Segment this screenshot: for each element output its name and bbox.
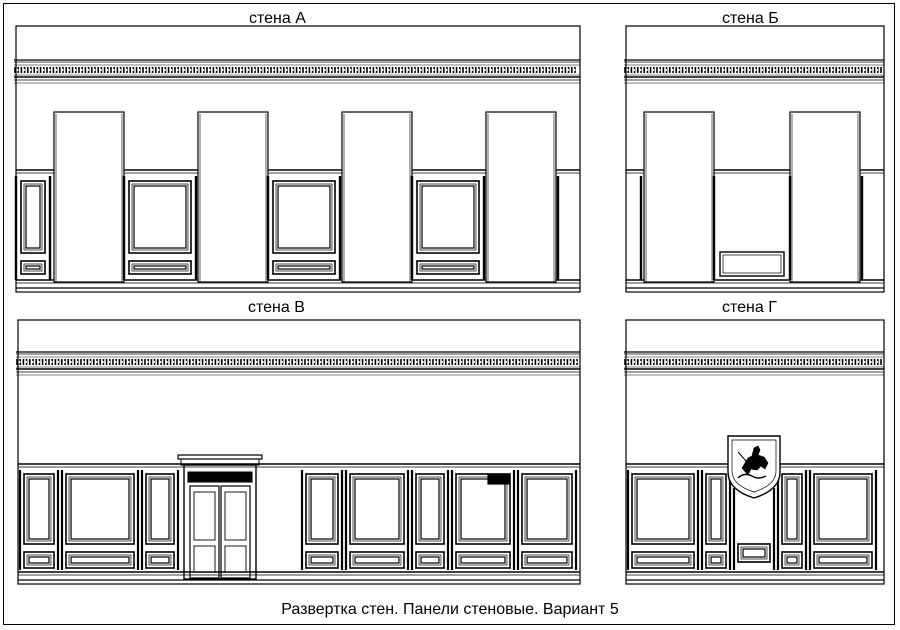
- bay-3: [140, 470, 180, 570]
- pilaster-1: [53, 111, 125, 283]
- cornice-ornament: [624, 67, 882, 73]
- upper-panel: [20, 180, 46, 254]
- wall-g-label: стена Г: [722, 299, 777, 316]
- lower-panel: [305, 551, 339, 569]
- drawing-caption: Развертка стен. Панели стеновые. Вариант…: [281, 601, 619, 618]
- center-niche: [712, 176, 792, 280]
- lower-panel: [349, 551, 405, 569]
- upper-panel: [705, 473, 727, 545]
- wall-v-label: стена В: [248, 299, 305, 316]
- cornice: [624, 59, 884, 84]
- lower-panel: [813, 551, 873, 569]
- door-pediment: [177, 454, 263, 460]
- bay-1: [18, 470, 60, 570]
- upper-panel: [416, 180, 480, 254]
- bay-2: [60, 470, 140, 570]
- lower-panel: [65, 551, 135, 569]
- wall-b-elevation: [624, 25, 885, 293]
- bay-left-edge: [14, 176, 52, 280]
- entry-door: [177, 454, 263, 580]
- upper-panel: [128, 180, 192, 254]
- bay-3: [776, 470, 808, 570]
- bay-3: [410, 176, 486, 280]
- bay-1: [122, 176, 198, 280]
- lower-panel: [705, 551, 727, 569]
- cornice-ornament: [624, 359, 882, 365]
- pilaster-3: [341, 111, 413, 283]
- pilaster-1: [643, 111, 715, 283]
- lower-panel: [521, 551, 573, 569]
- pilaster-2: [197, 111, 269, 283]
- upper-panel: [521, 473, 573, 545]
- wall-a-elevation: [14, 25, 581, 293]
- moscow-coat-of-arms-icon: [727, 435, 781, 499]
- bay-6: [410, 470, 450, 570]
- lower-panel: [23, 551, 55, 569]
- cornice: [14, 59, 580, 84]
- lower-panel: [128, 260, 192, 275]
- upper-panel: [349, 473, 405, 545]
- bay-8: [516, 470, 578, 570]
- bay-2: [266, 176, 342, 280]
- wall-outline: [15, 25, 581, 293]
- lower-panel: [20, 260, 46, 275]
- upper-panel: [813, 473, 873, 545]
- upper-panel: [631, 473, 695, 545]
- pilaster-4: [485, 111, 557, 283]
- upper-panel: [145, 473, 175, 545]
- bay-5: [344, 470, 410, 570]
- center-lower-panel: [737, 543, 771, 563]
- wall-v-elevation: [16, 319, 581, 585]
- cornice: [16, 351, 580, 376]
- wall-a-label: стена А: [249, 10, 306, 27]
- door-transom: [187, 471, 253, 483]
- wall-outline: [625, 25, 885, 293]
- bay-7: [450, 470, 516, 570]
- vent-grille: [487, 473, 511, 485]
- door-leaf-right: [220, 485, 251, 579]
- lower-panel: [145, 551, 175, 569]
- bay-4: [300, 470, 344, 570]
- bay-1: [626, 470, 700, 570]
- lower-panel: [455, 551, 511, 569]
- cornice: [624, 351, 884, 376]
- upper-panel: [272, 180, 336, 254]
- lower-panel: [415, 551, 445, 569]
- lower-panel: [631, 551, 695, 569]
- lower-panel: [272, 260, 336, 275]
- wall-g-elevation: [624, 319, 885, 585]
- lower-panel: [416, 260, 480, 275]
- drawing-frame: [3, 3, 895, 625]
- wall-b-label: стена Б: [722, 10, 779, 27]
- upper-panel: [23, 473, 55, 545]
- pilaster-2: [789, 111, 861, 283]
- door-leaf-left: [189, 485, 220, 579]
- door-frame: [183, 464, 257, 580]
- upper-panel: [455, 473, 511, 545]
- wall-outline: [17, 319, 581, 585]
- upper-panel: [65, 473, 135, 545]
- center-column: [732, 488, 776, 570]
- bay-4: [808, 470, 878, 570]
- lower-panel: [781, 551, 803, 569]
- bay-2: [700, 470, 732, 570]
- upper-panel: [305, 473, 339, 545]
- upper-panel: [415, 473, 445, 545]
- upper-panel: [781, 473, 803, 545]
- wall-outline: [625, 319, 885, 585]
